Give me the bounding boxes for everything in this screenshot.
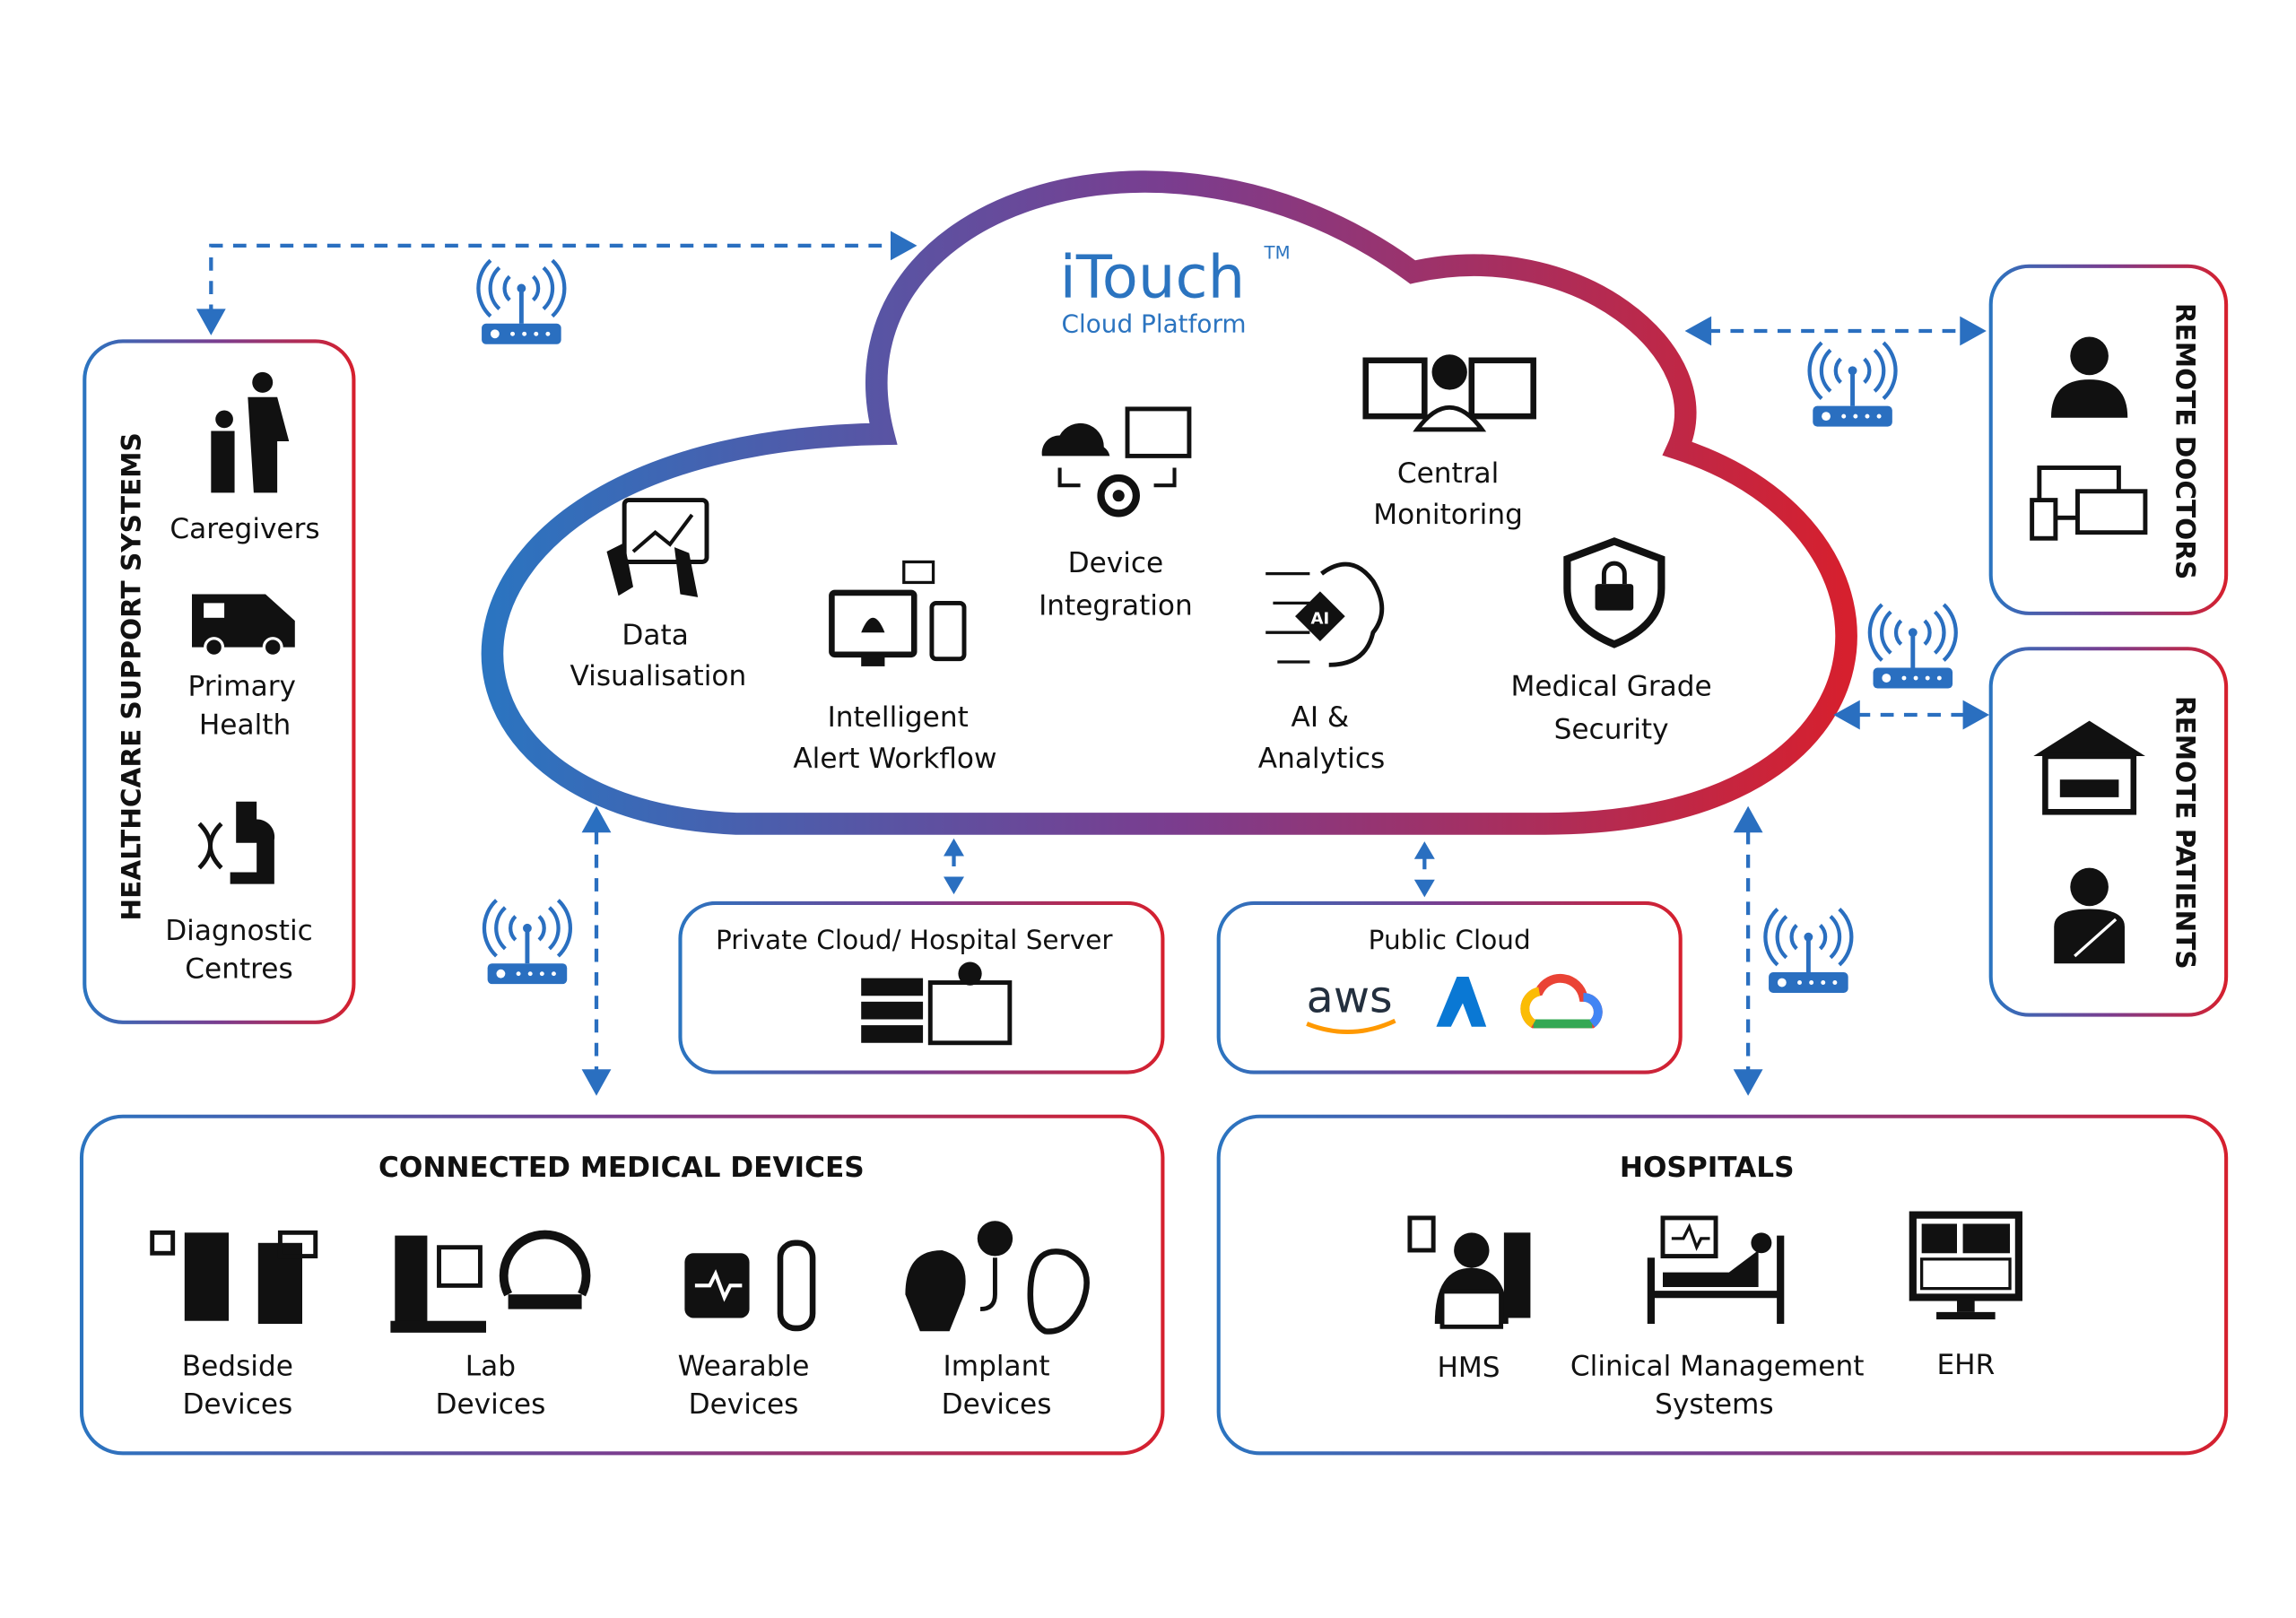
azure-logo <box>1436 976 1487 1027</box>
item-label: Wearable <box>678 1350 810 1382</box>
cloud-outline <box>481 170 1857 835</box>
wifi-router-icon <box>484 900 570 984</box>
wifi-router-icon <box>1870 605 1956 688</box>
feature-label: AI & <box>1292 701 1350 734</box>
google-cloud-logo <box>1520 973 1603 1029</box>
feature-label: Visualisation <box>570 660 747 692</box>
item-label: Health <box>199 709 291 741</box>
ehr-icon <box>1909 1211 2022 1320</box>
healthcare-support-box: HEALTHCARE SUPPORT SYSTEMS Caregivers Pr… <box>83 339 356 1024</box>
server-hospital-icon <box>861 961 1013 1046</box>
hospitals-box: HOSPITALS HMS Clinical Management System… <box>1216 1114 2229 1456</box>
item-label: Devices <box>436 1388 546 1421</box>
feature-ai-analytics: AI AI & Analytics <box>1258 561 1385 775</box>
feature-label: Integration <box>1039 590 1193 622</box>
item-label: Devices <box>689 1388 799 1421</box>
feature-security: Medical Grade Security <box>1510 537 1712 745</box>
feature-central-monitoring: Central Monitoring <box>1362 354 1536 531</box>
healthcare-support-title: HEALTHCARE SUPPORT SYSTEMS <box>117 432 147 920</box>
item-label: Implant <box>944 1350 1050 1382</box>
item-label: Devices <box>942 1388 1052 1421</box>
connected-devices-title: CONNECTED MEDICAL DEVICES <box>378 1152 865 1184</box>
wifi-router-icon <box>1810 343 1896 426</box>
item-label: Centres <box>185 953 292 986</box>
wearable-devices-icon <box>684 1240 816 1332</box>
item-label: Caregivers <box>170 513 319 545</box>
brand-subtitle: Cloud Platform <box>1062 309 1247 339</box>
private-cloud-box: Private Cloud/ Hospital Server <box>678 900 1165 1074</box>
remote-patients-title: REMOTE PATIENTS <box>2170 696 2200 970</box>
doctor-icon <box>2050 336 2128 418</box>
alert-workflow-icon <box>829 560 967 666</box>
feature-label: Data <box>622 619 688 651</box>
connected-devices-box: CONNECTED MEDICAL DEVICES Bedside Device… <box>79 1114 1165 1456</box>
feature-device-integration: Device Integration <box>1039 406 1193 622</box>
feature-label: Analytics <box>1258 743 1385 775</box>
feature-label: Device <box>1068 547 1164 579</box>
feature-label: Central <box>1397 457 1499 490</box>
aws-text: aws <box>1307 970 1393 1022</box>
diagnostic-icon <box>197 801 275 884</box>
connection-arrows <box>196 231 1990 1096</box>
feature-label: Security <box>1554 713 1669 745</box>
ambulance-icon <box>192 594 295 658</box>
feature-alert-workflow: Intelligent Alert Workflow <box>793 560 996 775</box>
brand-name: iTouch <box>1060 243 1246 311</box>
home-care-icon <box>2033 720 2145 815</box>
implant-devices-icon <box>905 1221 1090 1335</box>
ai-brain-icon: AI <box>1265 561 1385 667</box>
item-label: HMS <box>1437 1352 1500 1384</box>
hospitals-title: HOSPITALS <box>1620 1152 1795 1184</box>
remote-doctors-title: REMOTE DOCTORS <box>2170 303 2200 579</box>
item-label: Bedside <box>182 1350 293 1382</box>
lab-devices-icon <box>390 1230 591 1333</box>
feature-label: Monitoring <box>1373 499 1523 531</box>
bedside-devices-icon <box>150 1230 318 1324</box>
item-label: Primary <box>188 671 296 703</box>
wifi-router-icon <box>1765 909 1851 993</box>
itouch-logo: iTouch TM Cloud Platform <box>1060 243 1291 339</box>
arrow-hss-cloud <box>209 243 895 318</box>
public-cloud-box: Public Cloud aws <box>1216 900 1683 1074</box>
private-cloud-title: Private Cloud/ Hospital Server <box>716 925 1113 955</box>
item-label: Devices <box>182 1388 292 1421</box>
item-label: EHR <box>1936 1349 1995 1381</box>
feature-label: Alert Workflow <box>793 743 996 775</box>
feature-data-visualisation: Data Visualisation <box>570 498 747 692</box>
remote-doctors-box: REMOTE DOCTORS <box>1988 264 2229 615</box>
telemedicine-screens-icon <box>2030 465 2148 541</box>
security-shield-icon <box>1563 537 1665 648</box>
data-visualisation-icon <box>606 498 709 597</box>
central-monitoring-icon <box>1362 354 1536 432</box>
trademark: TM <box>1264 243 1291 264</box>
item-label: Clinical Management <box>1570 1350 1864 1382</box>
aws-logo: aws <box>1306 970 1396 1034</box>
item-label: Lab <box>465 1350 516 1382</box>
feature-label: Intelligent <box>828 701 969 734</box>
public-cloud-title: Public Cloud <box>1369 925 1531 955</box>
ai-chip-text: AI <box>1311 609 1330 628</box>
device-integration-icon <box>1041 406 1192 518</box>
caregivers-icon <box>211 371 290 493</box>
clinical-management-icon <box>1647 1215 1785 1324</box>
item-label: Systems <box>1655 1388 1773 1421</box>
wifi-router-icon <box>478 260 564 344</box>
patient-icon <box>2054 867 2125 964</box>
item-label: Diagnostic <box>165 915 313 947</box>
feature-label: Medical Grade <box>1510 671 1711 703</box>
remote-patients-box: REMOTE PATIENTS <box>1988 647 2229 1017</box>
hms-icon <box>1407 1215 1531 1329</box>
